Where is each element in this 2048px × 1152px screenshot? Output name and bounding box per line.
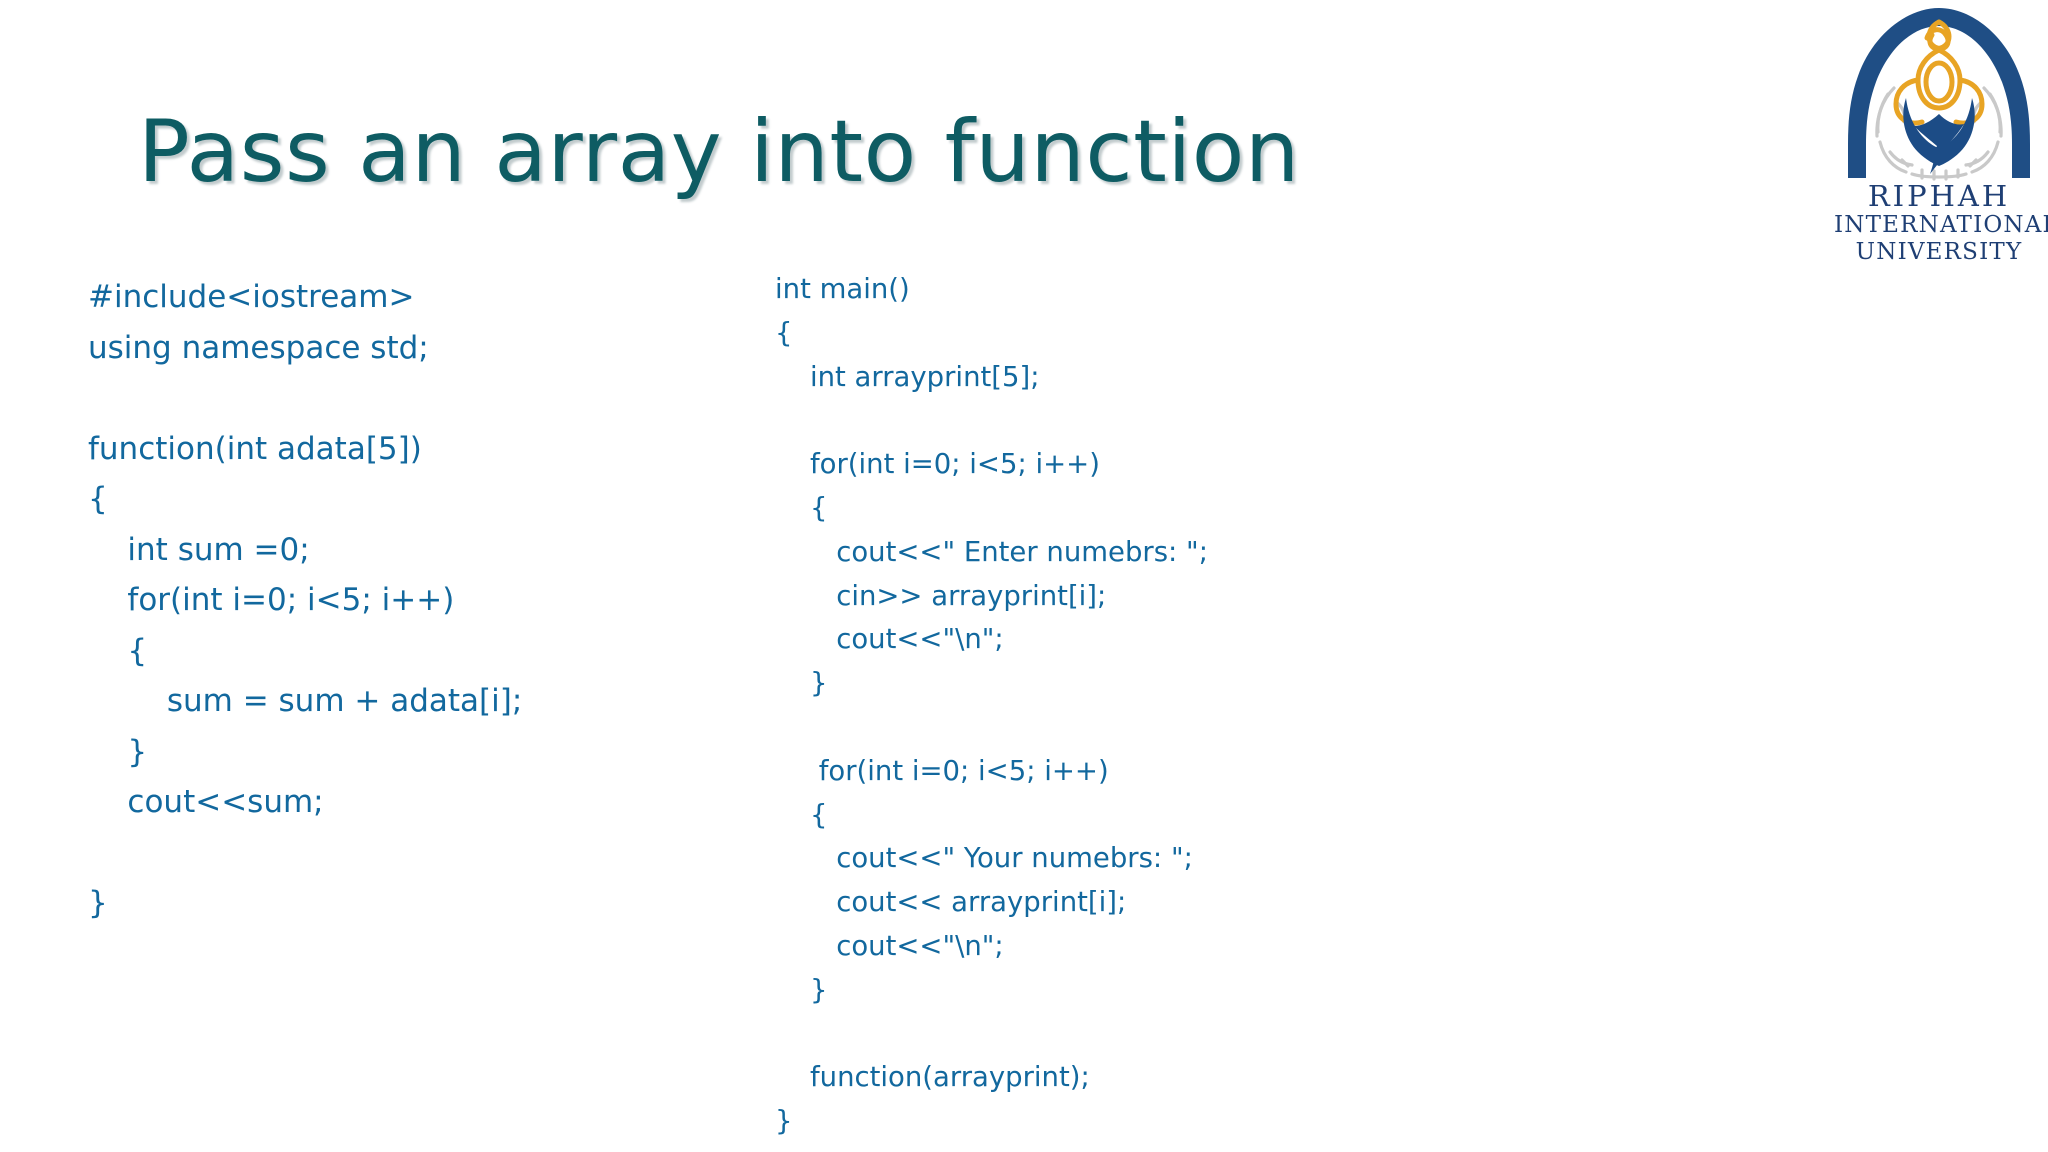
logo-arch-icon — [1848, 8, 2030, 181]
hands-shape — [1903, 98, 1975, 166]
code-left-line: cout<<sum; — [88, 784, 324, 820]
code-right-line — [775, 706, 1475, 750]
arch-outline — [1848, 8, 2030, 178]
code-right-line: cin>> arrayprint[i]; — [775, 579, 1107, 612]
code-right-line: int arrayprint[5]; — [775, 360, 1040, 393]
dove-tail — [1930, 146, 1941, 174]
code-right-line: cout<<"\n"; — [775, 623, 1004, 656]
riphah-university-logo: RIPHAH INTERNATIONAL UNIVERSITY — [1834, 2, 2048, 284]
code-right-line: for(int i=0; i<5; i++) — [775, 754, 1109, 787]
code-right-line — [775, 1013, 1475, 1057]
code-left-line: } — [88, 885, 108, 921]
code-left-line: int sum =0; — [88, 531, 310, 568]
code-left-line — [88, 373, 588, 424]
logo-text-riphah: RIPHAH — [1867, 179, 2011, 213]
code-right-line: cout<< arrayprint[i]; — [775, 886, 1127, 919]
code-left-line: function(int adata[5]) — [88, 430, 422, 467]
code-right-line: cout<<" Enter numebrs: "; — [775, 535, 1208, 568]
code-left-line: for(int i=0; i<5; i++) — [88, 582, 455, 618]
code-right-line: { — [775, 798, 828, 831]
code-right-line — [775, 399, 1475, 443]
logo-text-international: INTERNATIONAL — [1834, 212, 2048, 238]
code-left-line: { — [88, 481, 108, 517]
code-left-line: } — [88, 733, 148, 770]
code-block-left: #include<iostream> using namespace std; f… — [88, 272, 588, 929]
code-right-line: } — [775, 1105, 793, 1138]
code-right-line: function(arrayprint); — [775, 1061, 1090, 1094]
code-right-line: } — [775, 973, 828, 1006]
code-left-line: #include<iostream> — [88, 279, 415, 315]
dove-icon — [1914, 114, 1964, 162]
gold-calligraphy-motif — [1893, 19, 1985, 126]
code-left-line: using namespace std; — [88, 329, 429, 366]
arabic-calligraphy-ring — [1875, 86, 2003, 181]
code-left-line: { — [88, 632, 148, 669]
code-right-line: { — [775, 491, 828, 524]
code-right-line: { — [775, 316, 793, 349]
code-right-line: for(int i=0; i<5; i++) — [775, 448, 1100, 481]
code-right-line: } — [775, 667, 828, 700]
logo-text-university: UNIVERSITY — [1855, 239, 2023, 265]
code-left-line — [88, 828, 588, 879]
code-right-line: cout<<"\n"; — [775, 929, 1004, 962]
code-right-line: int main() — [775, 273, 910, 305]
code-block-right: int main() { int arrayprint[5]; for(int i… — [775, 268, 1475, 1144]
page-title: Pass an array into function — [138, 102, 1300, 202]
code-right-line: cout<<" Your numebrs: "; — [775, 842, 1193, 875]
code-left-line: sum = sum + adata[i]; — [88, 683, 523, 719]
